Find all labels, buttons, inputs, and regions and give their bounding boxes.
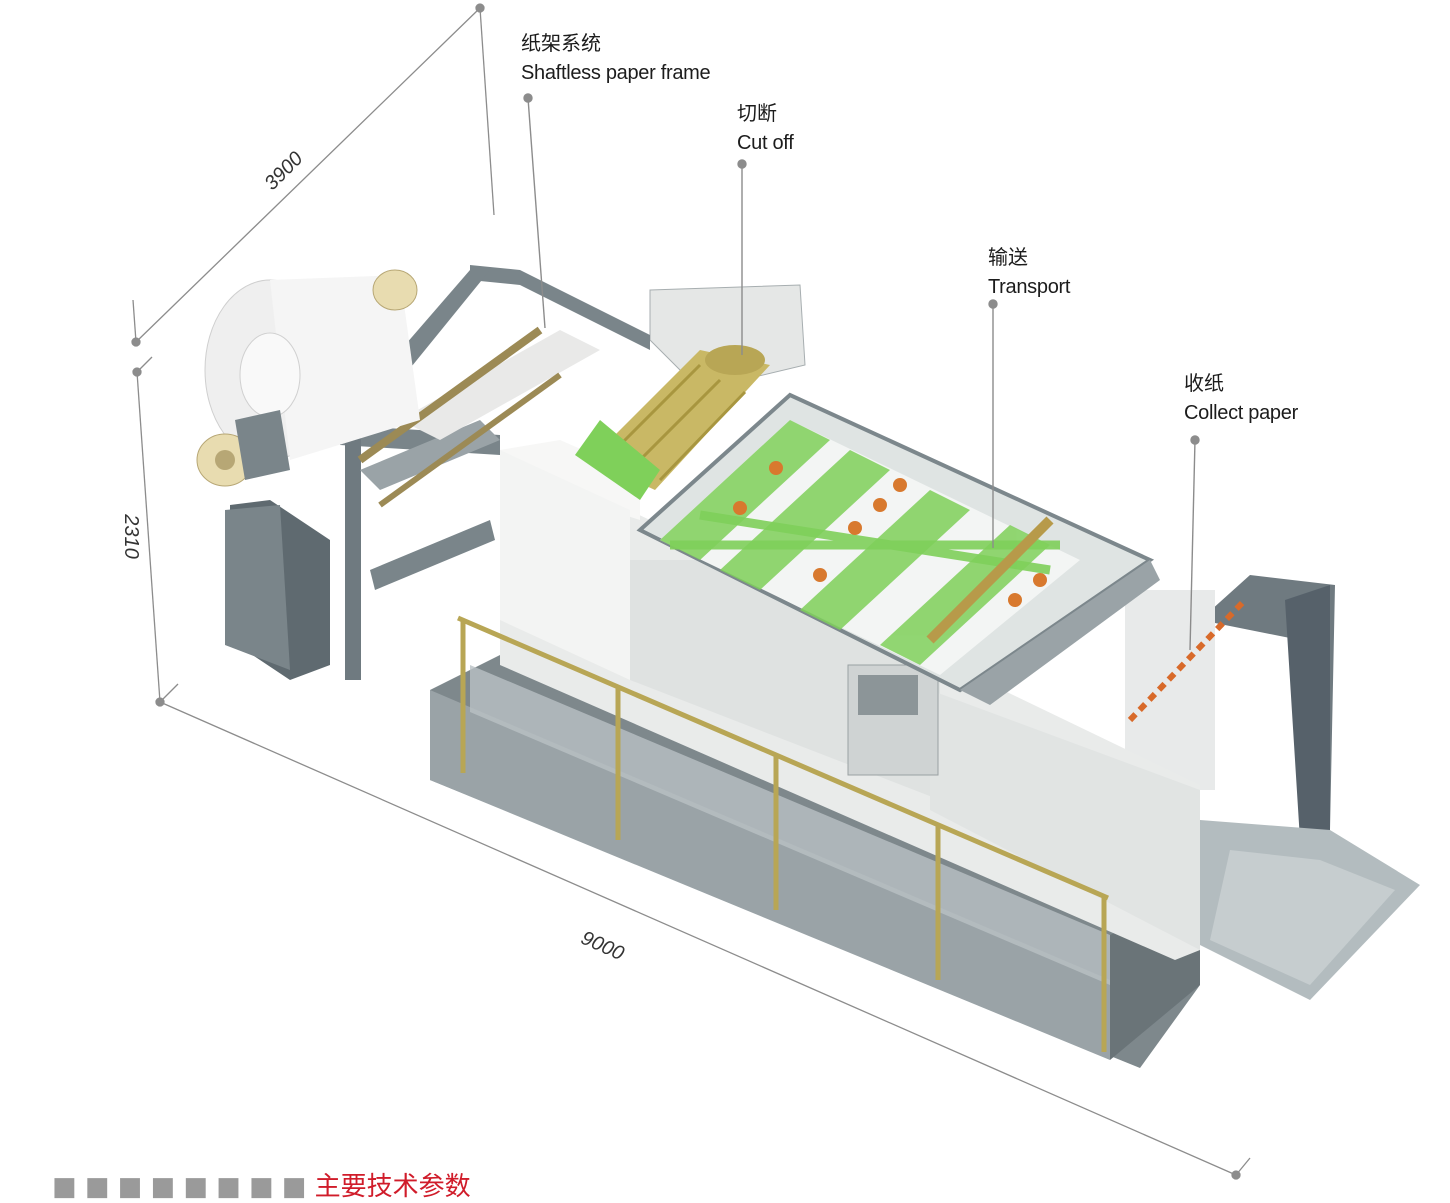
dimension-lines	[131, 3, 1251, 1180]
dimension-height: 2310	[119, 514, 142, 559]
footer-title: 主要技术参数	[314, 1172, 471, 1202]
footer-heading: ■ ■ ■ ■ ■ ■ ■ ■ 主要技术参数	[52, 1166, 471, 1203]
label-transport: 输送 Transport	[988, 242, 1070, 302]
label-paper-frame-en: Shaftless paper frame	[521, 62, 711, 84]
label-collect-paper-cn: 收纸	[1184, 371, 1224, 395]
collect-frame	[1125, 575, 1420, 1000]
safety-rail	[457, 615, 1109, 1052]
paper-roll	[196, 269, 420, 680]
label-collect-paper-en: Collect paper	[1184, 402, 1298, 424]
label-transport-en: Transport	[988, 276, 1071, 298]
cutoff-drum	[575, 284, 806, 500]
label-cut-off-cn: 切断	[737, 101, 777, 125]
label-collect-paper: 收纸 Collect paper	[1184, 368, 1298, 428]
label-paper-frame: 纸架系统 Shaftless paper frame	[521, 28, 711, 88]
label-paper-frame-cn: 纸架系统	[521, 31, 601, 55]
machine-body	[500, 440, 1200, 960]
label-cut-off-en: Cut off	[737, 132, 794, 154]
label-cut-off: 切断 Cut off	[737, 98, 794, 158]
conveyor-deck	[636, 392, 1160, 705]
label-transport-cn: 输送	[988, 245, 1028, 269]
footer-prefix: ■ ■ ■ ■ ■ ■ ■ ■	[52, 1172, 315, 1202]
leader-lines	[523, 93, 1200, 651]
